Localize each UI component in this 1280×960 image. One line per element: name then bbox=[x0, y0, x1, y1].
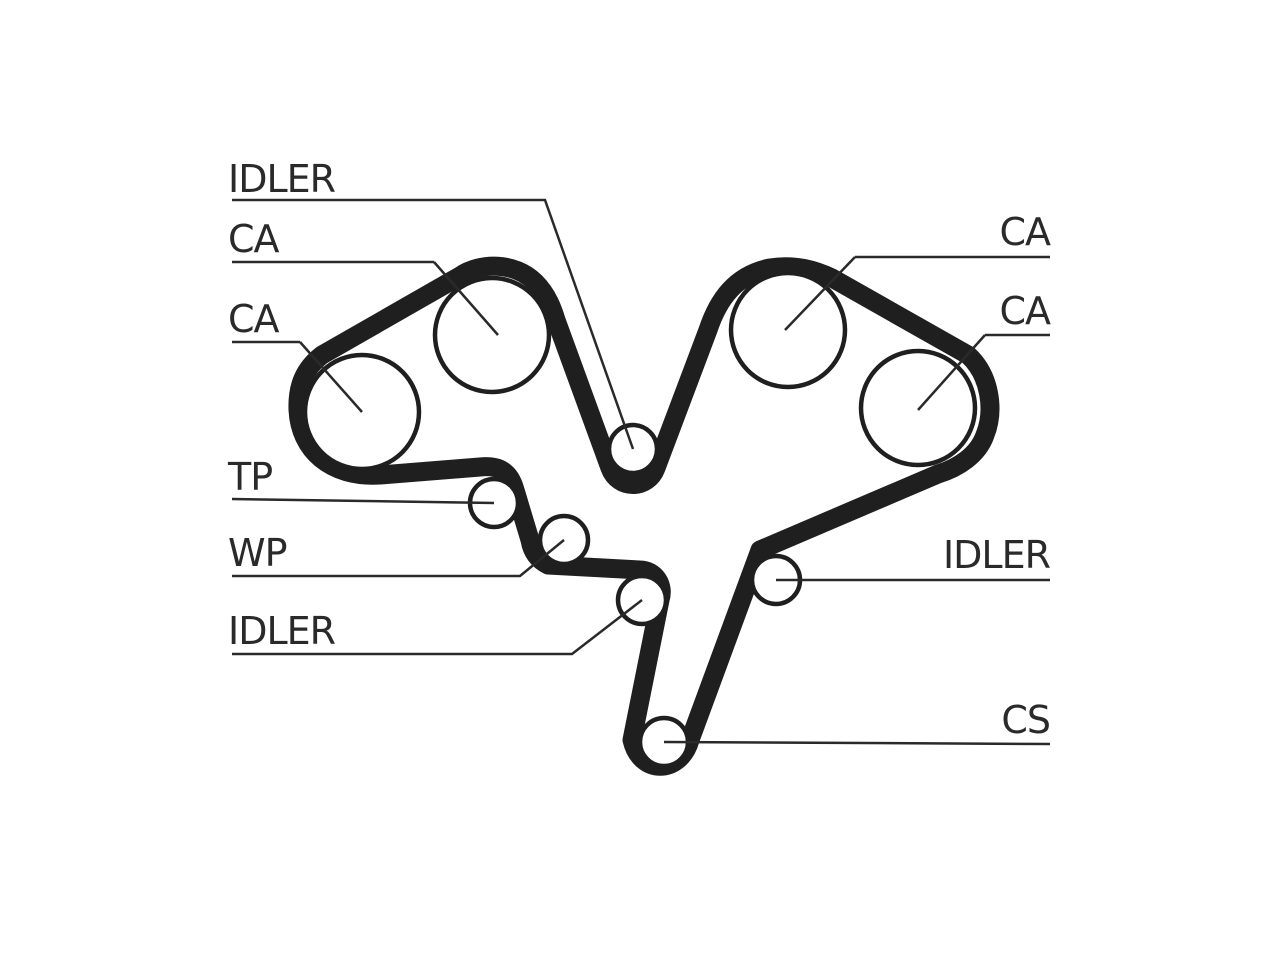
pulley-ca-right-lower bbox=[858, 334, 986, 468]
label-tp: TP bbox=[227, 455, 272, 499]
label-cs: CS bbox=[1001, 698, 1050, 742]
label-ca-right-lower: CA bbox=[999, 289, 1051, 333]
leader-cs bbox=[663, 740, 1051, 746]
label-wp: WP bbox=[228, 531, 287, 575]
label-idler-top: IDLER bbox=[228, 157, 336, 201]
label-ca-left-lower: CA bbox=[228, 297, 280, 341]
label-idler-right: IDLER bbox=[943, 533, 1051, 577]
leader-tp bbox=[231, 497, 495, 505]
pulley-ca-right-upper bbox=[728, 256, 856, 390]
label-ca-right-upper: CA bbox=[999, 210, 1051, 254]
leader-wp bbox=[232, 539, 565, 578]
pulley-ca-left-upper bbox=[432, 261, 552, 395]
leader-idler-left bbox=[232, 599, 643, 656]
timing-belt bbox=[288, 256, 1000, 776]
label-ca-left-upper: CA bbox=[228, 217, 280, 261]
pulley-ca-left-lower bbox=[299, 341, 422, 472]
leader-idler-top bbox=[232, 198, 635, 450]
label-idler-left: IDLER bbox=[228, 609, 336, 653]
